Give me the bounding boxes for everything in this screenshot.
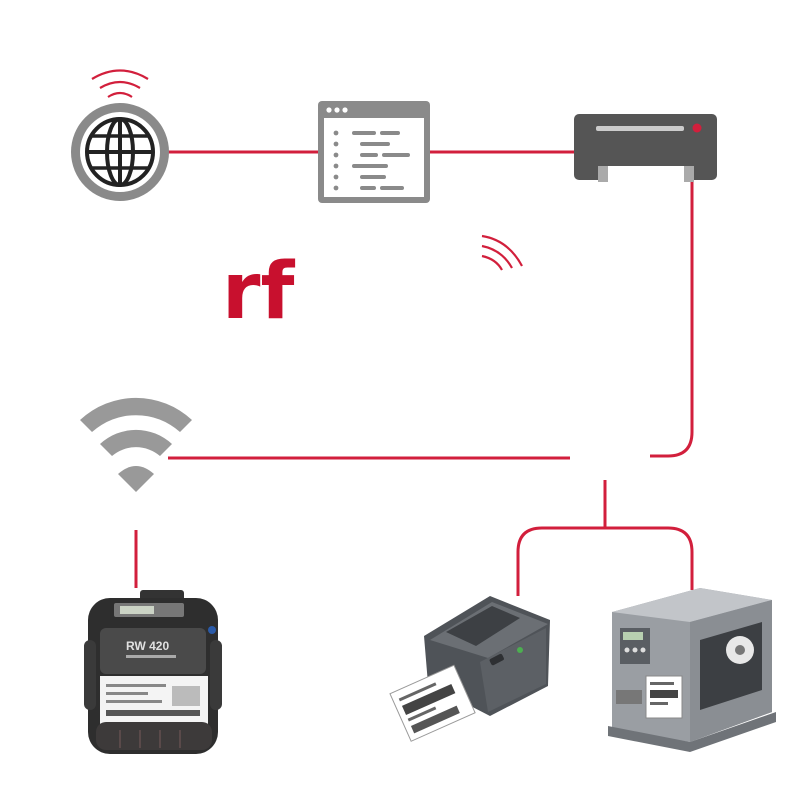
rf-label: rf — [222, 247, 295, 337]
industrial-printer-icon — [608, 588, 776, 752]
connector-printer-down — [650, 180, 692, 456]
mobile-printer-model-label: RW 420 — [126, 639, 169, 653]
printer-icon — [574, 114, 717, 182]
wifi-icon — [80, 398, 192, 492]
connector-split-left — [518, 528, 605, 596]
browser-window-icon — [318, 101, 430, 203]
connector-split-right — [605, 528, 692, 590]
globe-icon — [71, 71, 169, 202]
connector-lines — [136, 152, 692, 596]
signal-arcs-icon — [482, 236, 522, 270]
desktop-label-printer-icon — [390, 596, 550, 741]
mobile-printer-icon: RW 420 — [84, 590, 222, 754]
